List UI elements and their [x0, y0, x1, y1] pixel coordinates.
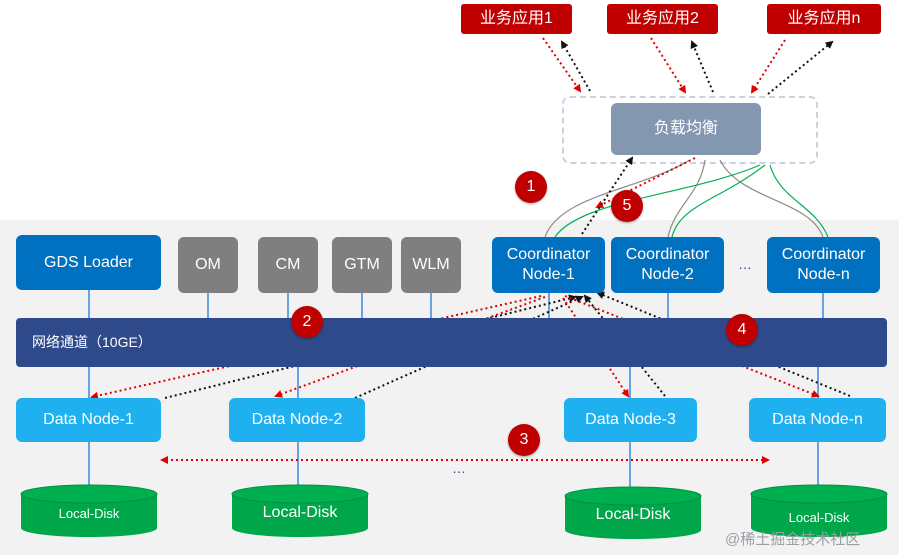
- coordinator-node-1: Coordinator Node-1: [492, 237, 605, 293]
- disk-cylinder-icon: [231, 484, 369, 537]
- local-disk-2-label: Local-Disk: [262, 504, 338, 521]
- network-channel-label: 网络通道（10GE）: [32, 334, 152, 350]
- coordinator-node-n-line1: Coordinator: [781, 246, 866, 263]
- step-badge-4: 4: [726, 314, 758, 346]
- local-disk-1: Local-Disk: [19, 484, 159, 539]
- coordinator-node-n: Coordinator Node-n: [767, 237, 880, 293]
- coordinator-node-1-line2: Node-1: [522, 266, 575, 283]
- local-disk-n: Local-Disk: [749, 484, 889, 539]
- coordinator-node-1-line1: Coordinator: [506, 246, 591, 263]
- coordinator-ellipsis: …: [738, 256, 752, 272]
- gds-loader: GDS Loader: [16, 235, 161, 290]
- disk-cylinder-icon: [20, 484, 158, 537]
- solid-connectors: [88, 290, 824, 488]
- data-node-ellipsis: …: [452, 460, 466, 476]
- disk-cylinder-icon: [564, 486, 702, 539]
- step-badge-3: 3: [508, 424, 540, 456]
- disk-cylinder-icon: [750, 484, 888, 537]
- data-node-3: Data Node-3: [564, 398, 697, 442]
- data-node-2: Data Node-2: [229, 398, 365, 442]
- app-lb-arrows: [542, 37, 834, 95]
- coordinator-node-n-line2: Node-n: [797, 266, 850, 283]
- local-disk-3: Local-Disk: [563, 486, 703, 541]
- module-wlm: WLM: [401, 237, 461, 293]
- step-badge-2: 2: [291, 306, 323, 338]
- module-om: OM: [178, 237, 238, 293]
- module-cm: CM: [258, 237, 318, 293]
- load-balancer: 负载均衡: [611, 103, 761, 155]
- local-disk-1-label: Local-Disk: [58, 506, 120, 521]
- coordinator-node-2: Coordinator Node-2: [611, 237, 724, 293]
- business-app-1: 业务应用1: [461, 4, 572, 34]
- step-badge-5: 5: [611, 190, 643, 222]
- step-badge-1: 1: [515, 171, 547, 203]
- business-app-2: 业务应用2: [607, 4, 718, 34]
- local-disk-2: Local-Disk: [230, 484, 370, 539]
- data-node-n: Data Node-n: [749, 398, 886, 442]
- data-node-1: Data Node-1: [16, 398, 161, 442]
- load-balancer-region: [562, 96, 818, 164]
- watermark: @稀土掘金技术社区: [725, 531, 861, 548]
- coordinator-node-2-line1: Coordinator: [625, 246, 710, 263]
- business-app-n: 业务应用n: [767, 4, 881, 34]
- coordinator-node-2-line2: Node-2: [641, 266, 694, 283]
- module-gtm: GTM: [332, 237, 392, 293]
- local-disk-n-label: Local-Disk: [788, 510, 850, 525]
- local-disk-3-label: Local-Disk: [595, 506, 671, 523]
